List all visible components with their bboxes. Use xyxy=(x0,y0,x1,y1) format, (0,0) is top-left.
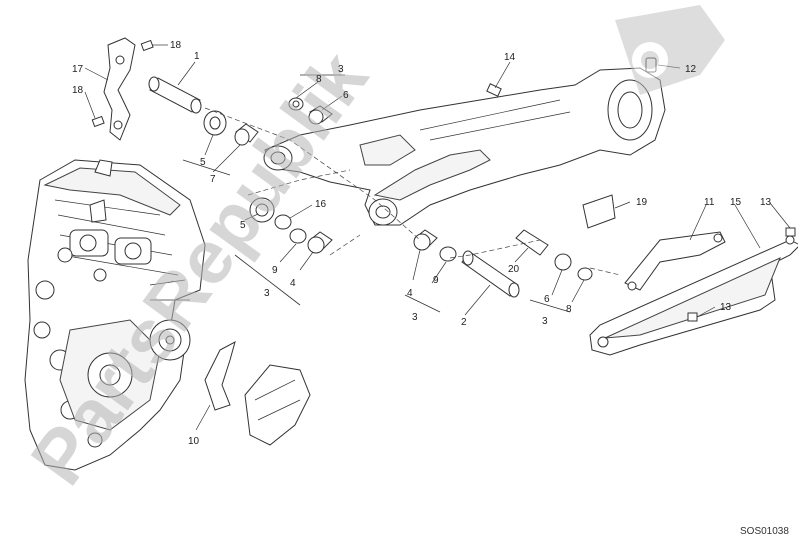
callout-5-bottom: 5 xyxy=(240,220,246,231)
callout-6-bottom: 6 xyxy=(544,294,550,305)
callout-1: 1 xyxy=(194,51,200,62)
callout-9-right: 9 xyxy=(433,275,439,286)
spacer-6b xyxy=(554,253,572,271)
callout-3-top: 3 xyxy=(338,64,344,75)
callout-9-left: 9 xyxy=(272,265,278,276)
callout-4-left: 4 xyxy=(290,278,296,289)
bearing-5a xyxy=(203,110,227,136)
callout-5-top: 5 xyxy=(200,157,206,168)
pivot-pin-2 xyxy=(461,250,520,298)
seal-9b xyxy=(439,246,457,262)
callout-3-center: 3 xyxy=(412,312,418,323)
sprocket-cover xyxy=(204,341,311,446)
callout-3-right: 3 xyxy=(542,316,548,327)
screw-13a xyxy=(785,227,796,237)
bearing-5b xyxy=(249,197,275,223)
gear-flag-icon xyxy=(615,5,725,95)
callout-8-top: 8 xyxy=(316,74,322,85)
assembly-lines xyxy=(204,107,621,276)
callout-20: 20 xyxy=(508,264,520,275)
label-plate-19 xyxy=(582,194,616,229)
engine-block xyxy=(24,159,206,471)
callout-13-top: 13 xyxy=(760,197,772,208)
screw-13b xyxy=(687,312,698,322)
bushing-4b xyxy=(413,229,438,251)
callout-brackets xyxy=(182,74,571,313)
callout-15: 15 xyxy=(730,197,742,208)
callout-6-top: 6 xyxy=(343,90,349,101)
reference-code: SOS01038 xyxy=(740,526,789,537)
seal-8a xyxy=(288,97,304,111)
seal-16 xyxy=(274,214,292,230)
callout-11: 11 xyxy=(704,197,715,208)
leader-lines xyxy=(84,44,791,431)
pivot-pin xyxy=(148,76,202,114)
callout-19: 19 xyxy=(636,197,648,208)
bracket xyxy=(91,37,154,141)
callout-18-top: 18 xyxy=(170,40,182,51)
seal-9a xyxy=(289,228,307,244)
bushing-7 xyxy=(234,123,259,146)
callout-18-bottom: 18 xyxy=(72,85,84,96)
spacer-6a xyxy=(308,105,333,125)
callout-2: 2 xyxy=(461,317,467,328)
callout-17: 17 xyxy=(72,64,84,75)
callout-7: 7 xyxy=(210,174,216,185)
callout-10: 10 xyxy=(188,436,200,447)
callout-14: 14 xyxy=(504,52,516,63)
callout-8-bottom: 8 xyxy=(566,304,572,315)
spacer-20 xyxy=(515,229,549,256)
callouts: 1 18 17 18 8 3 6 5 7 16 5 9 4 3 4 9 3 2 … xyxy=(72,40,772,447)
swingarm xyxy=(263,67,666,226)
callout-13-bottom: 13 xyxy=(720,302,732,313)
callout-16: 16 xyxy=(315,199,327,210)
screw-14 xyxy=(486,83,502,97)
seal-8b xyxy=(577,267,593,281)
chain-guide xyxy=(589,235,798,356)
chain-guard xyxy=(624,231,726,291)
bushing-4a xyxy=(307,231,333,254)
callout-3-left: 3 xyxy=(264,288,270,299)
callout-12: 12 xyxy=(685,64,697,75)
callout-4-right: 4 xyxy=(407,288,413,299)
